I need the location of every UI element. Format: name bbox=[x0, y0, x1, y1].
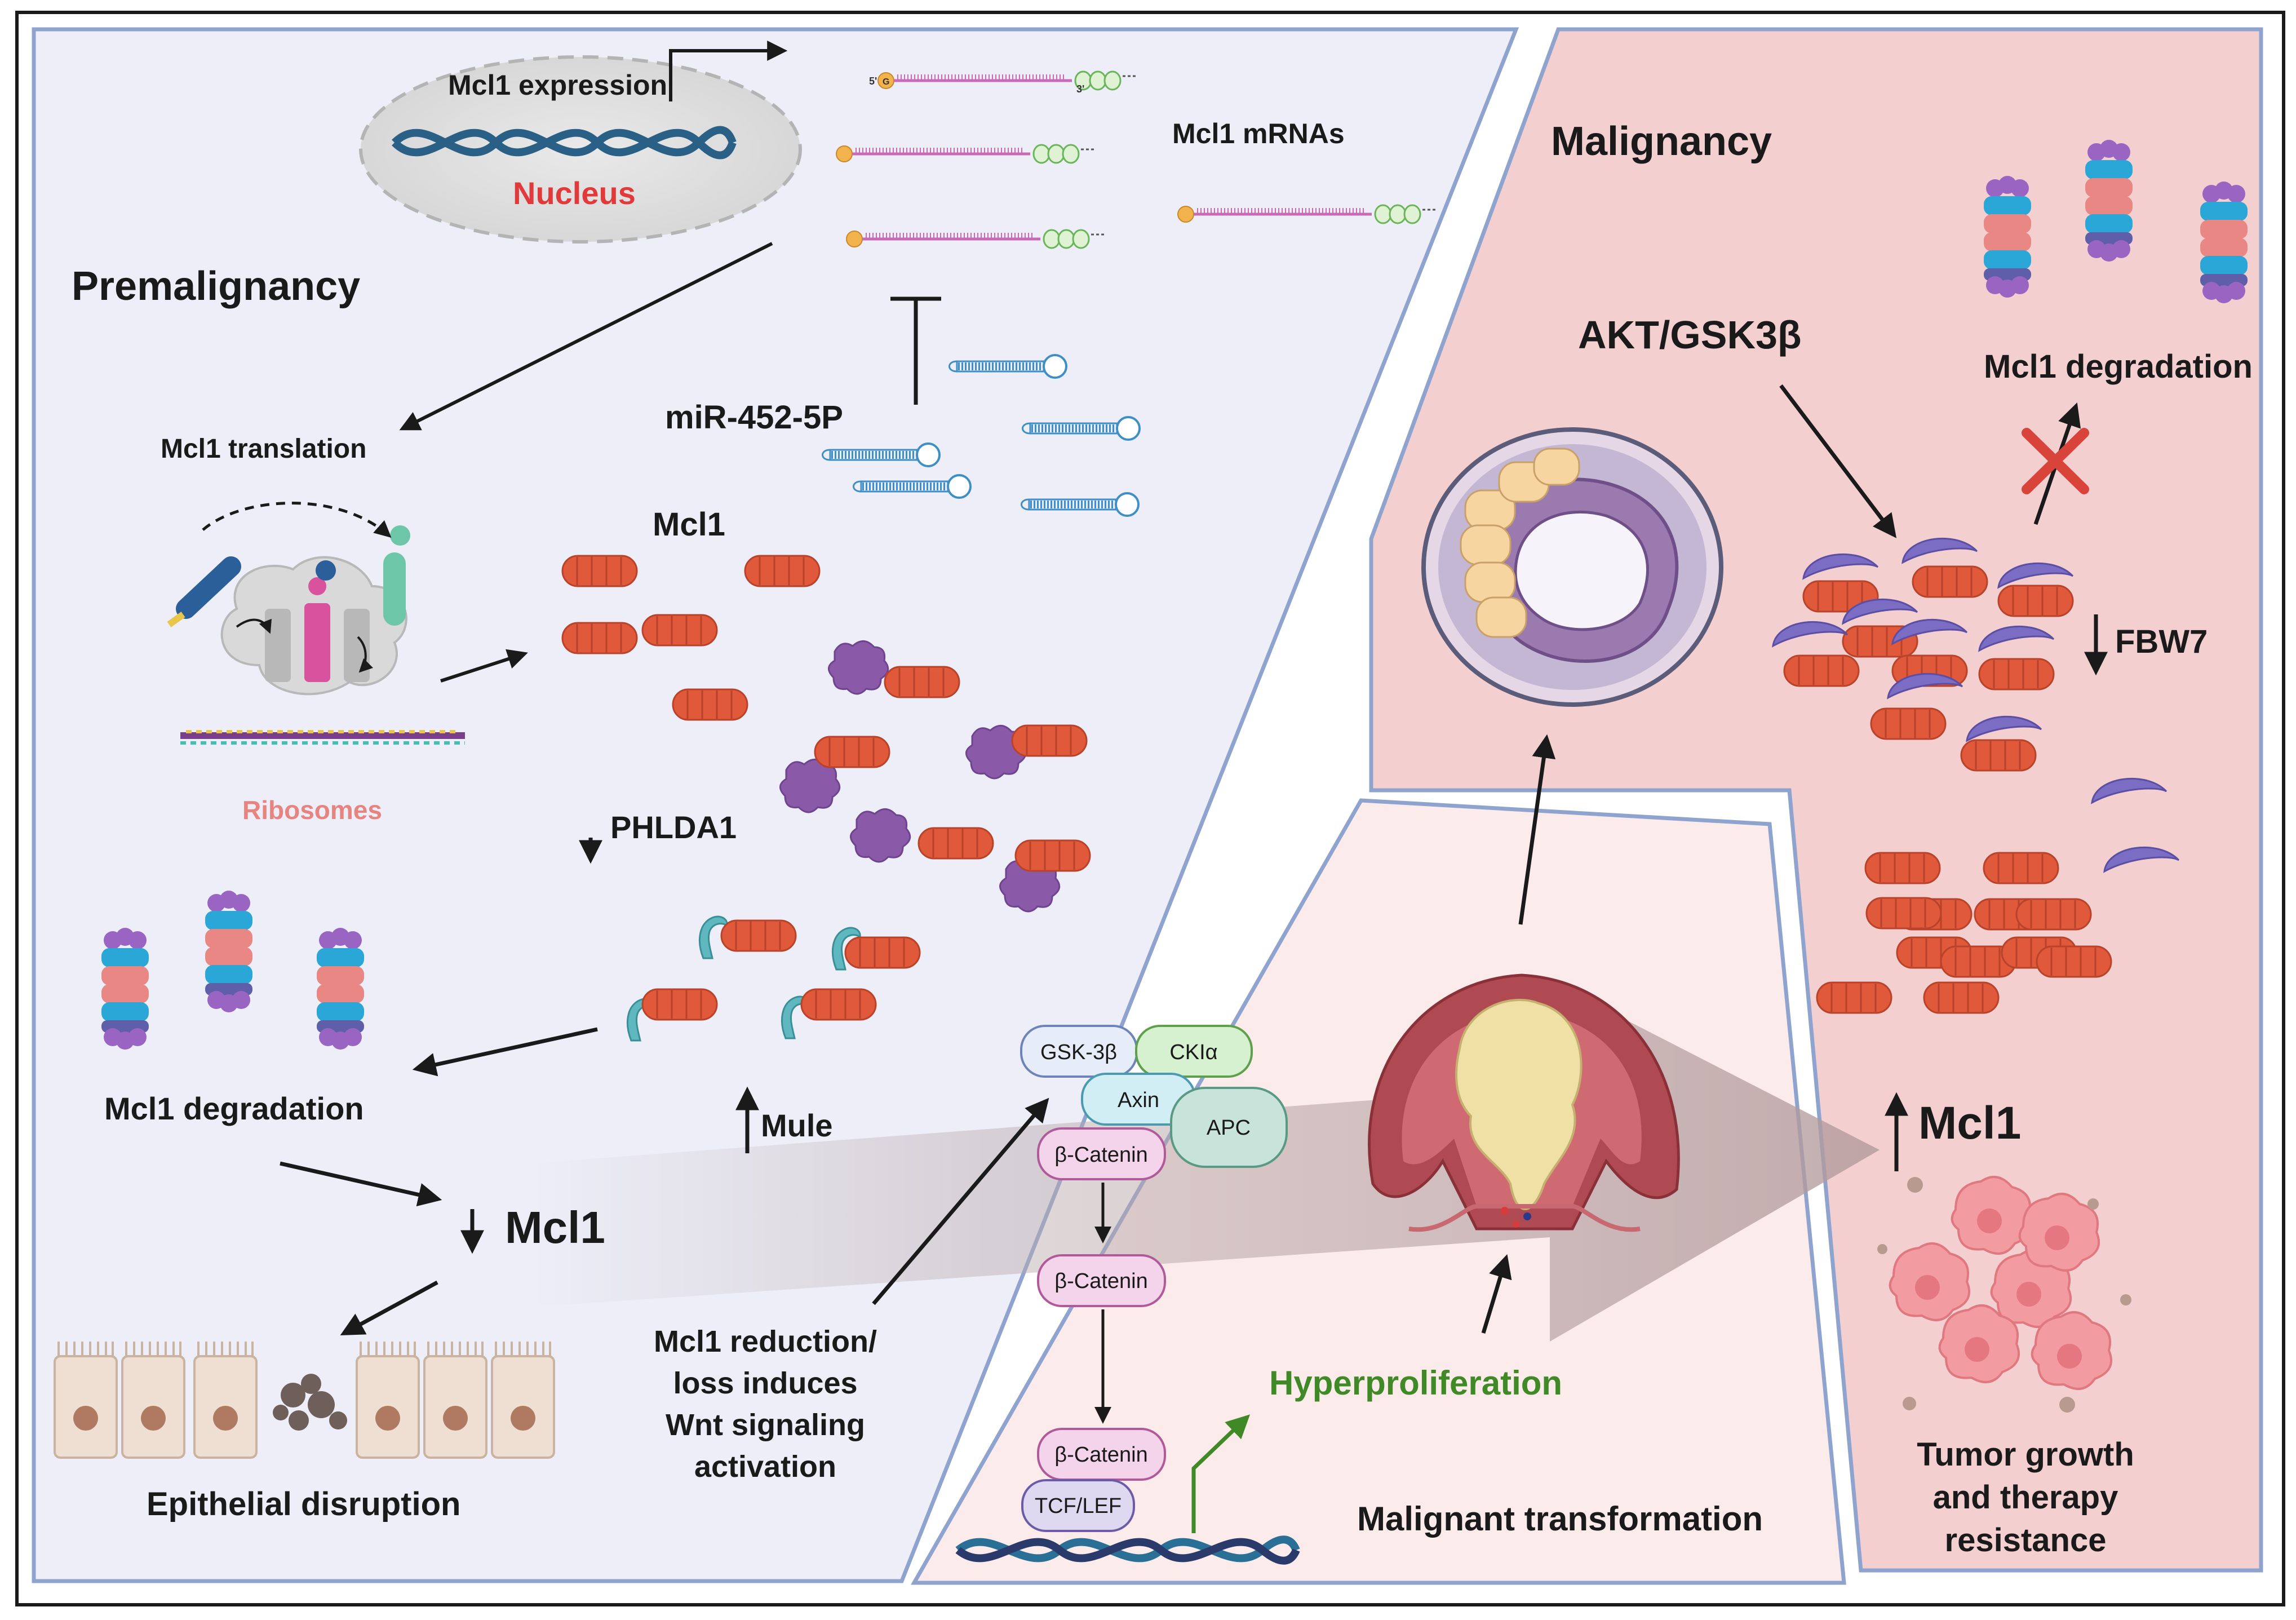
svg-text:CKIα: CKIα bbox=[1169, 1041, 1217, 1064]
mcl1-down-label: Mcl1 bbox=[505, 1202, 605, 1252]
hyperproliferation-arrow bbox=[1481, 1254, 1512, 1334]
svg-text:G: G bbox=[883, 77, 889, 87]
premalignancy-title: Premalignancy bbox=[72, 264, 360, 309]
gene-activation-arrow bbox=[1191, 1414, 1251, 1533]
beta-catenin-label-3: β-Catenin bbox=[1054, 1443, 1148, 1467]
svg-text:resistance: resistance bbox=[1945, 1522, 2107, 1559]
tumor-cells bbox=[1877, 1176, 2131, 1413]
degradation-arrow bbox=[412, 1027, 598, 1077]
fbw7-label: FBW7 bbox=[2115, 623, 2208, 660]
tcf-lef-node bbox=[1021, 1479, 1135, 1532]
svg-text:and therapy: and therapy bbox=[1933, 1479, 2118, 1516]
translation-arrow bbox=[399, 242, 773, 431]
ribosomes-label: Ribosomes bbox=[242, 795, 382, 825]
tumor-growth-label: Tumor growth and therapy resistance bbox=[1917, 1436, 2134, 1559]
blocked-x-icon bbox=[2022, 428, 2089, 494]
mcl1-translation-label: Mcl1 translation bbox=[161, 434, 366, 464]
svg-text:Axin: Axin bbox=[1118, 1088, 1159, 1112]
colon-cross-section bbox=[1421, 427, 1723, 707]
mcl1-up-label: Mcl1 bbox=[1918, 1097, 2021, 1149]
mule-label: Mule bbox=[761, 1108, 833, 1143]
inhibition-bar bbox=[890, 296, 941, 405]
degradation-to-mcl1-arrow bbox=[280, 1161, 442, 1207]
svg-text:Wnt signaling: Wnt signaling bbox=[666, 1408, 865, 1442]
mirna-label: miR-452-5P bbox=[665, 399, 843, 436]
svg-text:activation: activation bbox=[694, 1450, 836, 1484]
malignant-transformation-label: Malignant transformation bbox=[1357, 1500, 1763, 1538]
mcl1-protein-label: Mcl1 bbox=[653, 506, 725, 543]
mcl1-mrnas-label: Mcl1 mRNAs bbox=[1172, 118, 1345, 149]
transcription-arrow bbox=[669, 41, 788, 101]
hyperproliferation-label: Hyperproliferation bbox=[1269, 1364, 1562, 1402]
svg-text:Tumor growth: Tumor growth bbox=[1917, 1436, 2134, 1473]
beta-catenin-label-2: β-Catenin bbox=[1054, 1269, 1148, 1293]
akt-arrow bbox=[1779, 384, 1897, 538]
ribosome-illustration bbox=[167, 502, 465, 745]
dna-helix bbox=[955, 1535, 1300, 1565]
mrna-labels: 5' G 3' bbox=[869, 76, 1084, 95]
epithelial-disruption-label: Epithelial disruption bbox=[147, 1486, 460, 1522]
complex-labels: GSK-3β CKIα Axin APC β-Catenin bbox=[1040, 1041, 1251, 1167]
svg-text:5': 5' bbox=[869, 76, 877, 87]
mcl1-degradation-right-label: Mcl1 degradation bbox=[1984, 348, 2253, 385]
phlda1-label: PHLDA1 bbox=[610, 809, 737, 845]
wnt-note: Mcl1 reduction/ loss induces Wnt signali… bbox=[654, 1325, 877, 1484]
wnt-activation-arrow bbox=[872, 1097, 1049, 1305]
tcf-lef-label: TCF/LEF bbox=[1035, 1494, 1122, 1518]
ck1a-node bbox=[1135, 1025, 1253, 1078]
mcl1-expression-label: Mcl1 expression bbox=[448, 69, 667, 101]
epithelial-arrow bbox=[340, 1280, 438, 1336]
epithelial-cells bbox=[54, 1340, 555, 1459]
mcl1-degradation-left-label: Mcl1 degradation bbox=[104, 1091, 364, 1126]
svg-text:β-Catenin: β-Catenin bbox=[1054, 1143, 1148, 1167]
malignancy-title: Malignancy bbox=[1551, 119, 1772, 164]
beta-catenin-node-1 bbox=[1037, 1127, 1166, 1180]
ribosome-to-mcl1-arrow bbox=[440, 649, 528, 683]
svg-text:APC: APC bbox=[1207, 1116, 1251, 1140]
svg-text:loss induces: loss induces bbox=[673, 1366, 857, 1400]
apc-node bbox=[1170, 1087, 1288, 1168]
destruction-complex bbox=[1020, 1025, 1288, 1180]
polyp-illustration bbox=[1368, 973, 1680, 1232]
nucleus bbox=[359, 55, 802, 244]
svg-text:3': 3' bbox=[1076, 83, 1084, 95]
nucleus-label: Nucleus bbox=[513, 175, 636, 211]
beta-catenin-node-2 bbox=[1037, 1254, 1166, 1307]
svg-text:Mcl1 reduction/: Mcl1 reduction/ bbox=[654, 1325, 877, 1358]
svg-text:GSK-3β: GSK-3β bbox=[1040, 1041, 1117, 1064]
transformation-to-malignancy-arrow bbox=[1518, 734, 1556, 925]
akt-gsk3b-label: AKT/GSK3β bbox=[1578, 313, 1802, 357]
